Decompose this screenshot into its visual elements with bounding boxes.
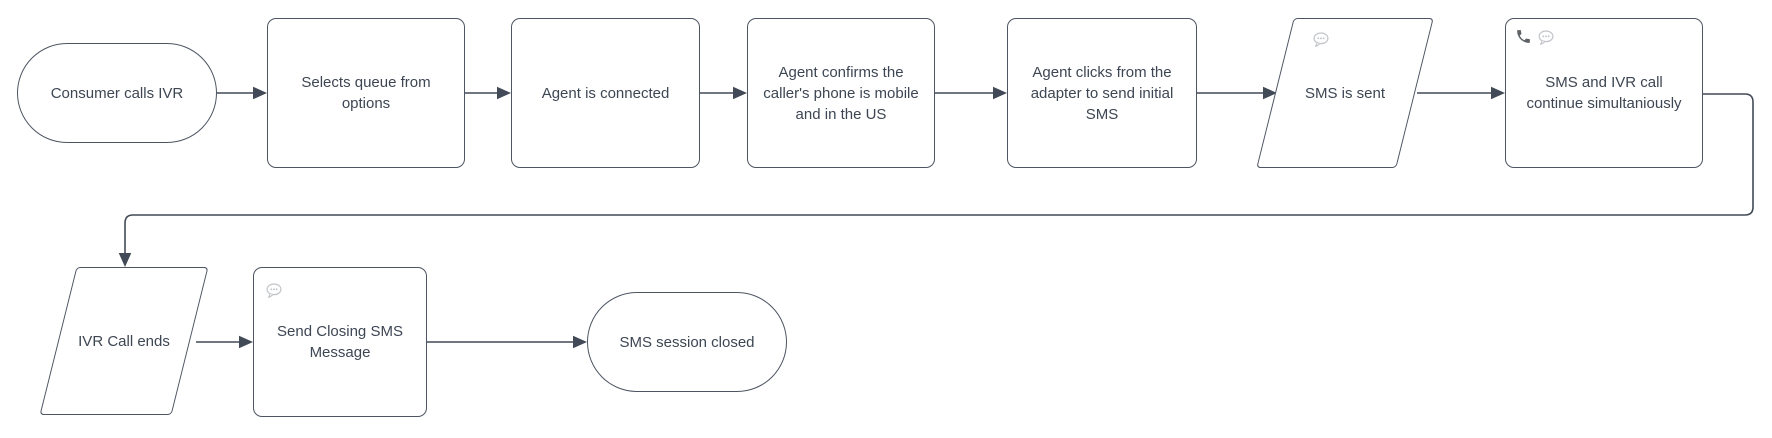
node-selects-queue[interactable]: Selects queue from options — [267, 18, 465, 168]
connector-sms-ivr-continue-to-ivr-call-ends — [124, 93, 1754, 253]
arrowheads — [118, 86, 1505, 349]
node-agent-confirms-mobile[interactable]: Agent confirms the caller's phone is mob… — [747, 18, 935, 168]
sms-bubble-icon — [1313, 32, 1329, 47]
node-label: Agent clicks from the adapter to send in… — [1030, 63, 1174, 123]
node-ivr-call-ends[interactable]: IVR Call ends — [38, 267, 210, 415]
sms-bubble-icon — [1538, 30, 1554, 45]
node-agent-connected[interactable]: Agent is connected — [511, 18, 700, 168]
node-label: Selects queue from options — [301, 74, 431, 112]
node-consumer-calls-ivr[interactable]: Consumer calls IVR — [17, 43, 217, 143]
node-send-closing-sms[interactable]: Send Closing SMS Message — [253, 267, 427, 417]
phone-icon — [1517, 30, 1530, 43]
node-sms-session-closed[interactable]: SMS session closed — [587, 292, 787, 392]
node-label: Agent is connected — [541, 84, 670, 102]
node-sms-and-ivr-continue[interactable]: SMS and IVR call continue simultaniously — [1505, 18, 1703, 168]
node-label: Consumer calls IVR — [50, 84, 184, 102]
node-sms-is-sent[interactable]: SMS is sent — [1255, 18, 1435, 168]
node-agent-sends-initial-sms[interactable]: Agent clicks from the adapter to send in… — [1007, 18, 1197, 168]
node-label: Send Closing SMS Message — [277, 323, 403, 361]
node-label: SMS and IVR call continue simultaniously — [1526, 74, 1682, 112]
node-label: IVR Call ends — [78, 332, 170, 350]
sms-bubble-icon — [266, 283, 282, 298]
node-label: Agent confirms the caller's phone is mob… — [763, 63, 919, 123]
node-label: SMS is sent — [1304, 84, 1386, 102]
node-label: SMS session closed — [619, 333, 755, 351]
